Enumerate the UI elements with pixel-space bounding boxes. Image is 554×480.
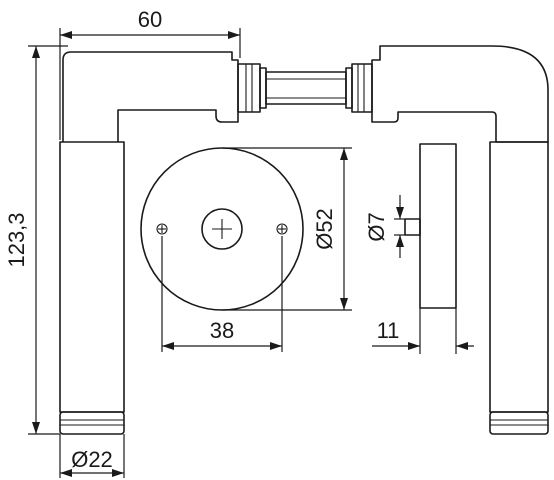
- dimension-total-height: 123,3: [4, 45, 68, 435]
- right-lever-arm: [371, 45, 549, 143]
- right-neck-collar: [351, 63, 373, 113]
- dimension-screw-spacing: 38: [161, 236, 283, 352]
- right-grip-cap: [489, 411, 549, 435]
- dimension-lever-length: 60: [59, 7, 241, 140]
- dimension-label-38: 38: [210, 318, 234, 343]
- rosette-side-view: [404, 143, 457, 309]
- left-neck-collar: [237, 63, 261, 113]
- left-lever-arm: [62, 51, 239, 142]
- spindle-stub: [404, 218, 421, 236]
- right-lever-handle: [345, 45, 549, 435]
- dimension-rosette-diameter: Ø52: [222, 147, 352, 311]
- left-lever-handle: [59, 51, 267, 435]
- rosette-side-plate: [419, 143, 457, 309]
- left-grip: [59, 141, 125, 413]
- dimension-label-60: 60: [138, 7, 162, 32]
- dimension-label-123-3: 123,3: [4, 212, 29, 267]
- dimension-label-d22: Ø22: [71, 447, 113, 472]
- left-neck-ring: [259, 67, 267, 109]
- dimension-label-11: 11: [377, 318, 400, 343]
- dimension-spindle-size: Ø7: [364, 195, 405, 258]
- spindle-hole: [201, 208, 243, 250]
- left-grip-cap: [59, 411, 125, 435]
- right-screw-hole: [276, 223, 288, 235]
- rosette-front-view: [140, 147, 304, 311]
- right-neck-ring: [345, 67, 353, 109]
- spindle: [265, 71, 347, 105]
- left-screw-hole: [156, 223, 168, 235]
- dimension-label-d7: Ø7: [364, 212, 389, 241]
- right-grip: [489, 141, 549, 413]
- dimension-grip-diameter: Ø22: [59, 434, 125, 478]
- spindle-bar: [265, 71, 347, 105]
- dimension-rosette-thickness: 11: [372, 308, 474, 354]
- dimension-label-d52: Ø52: [312, 208, 337, 250]
